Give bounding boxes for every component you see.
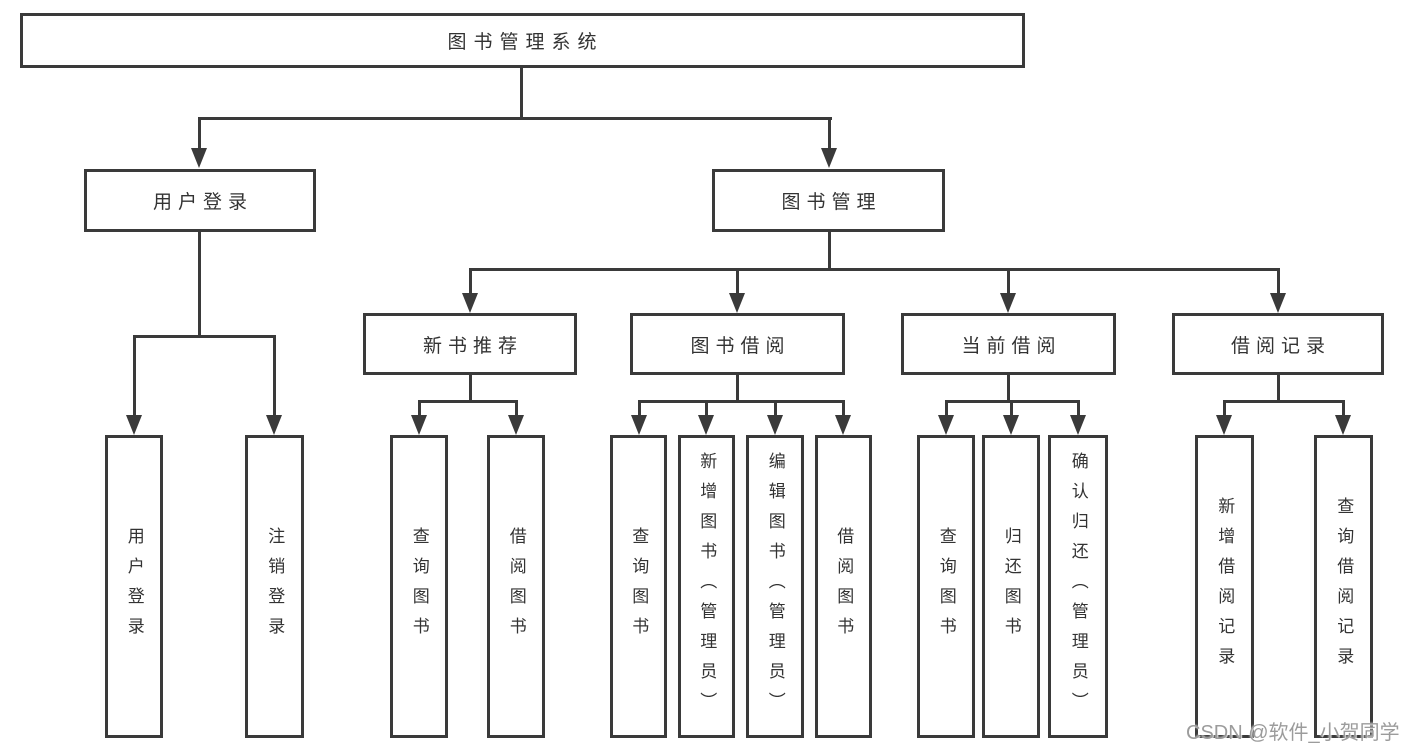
leaf-query-books-recommend-label: 查询图书 xyxy=(409,526,429,647)
leaf-query-borrow-record: 查询借阅记录 xyxy=(1314,435,1373,738)
connector-vline xyxy=(1342,400,1345,419)
arrowhead-down-icon xyxy=(462,293,478,313)
leaf-query-books-current: 查询图书 xyxy=(917,435,975,738)
arrowhead-down-icon xyxy=(698,415,714,435)
connector-vline xyxy=(736,268,739,297)
node-borrow-records-label: 借阅记录 xyxy=(1230,335,1331,357)
connector-vline xyxy=(469,268,472,297)
node-new-book-recommend-label: 新书推荐 xyxy=(422,335,523,357)
connector-hline xyxy=(469,268,1279,271)
arrowhead-down-icon xyxy=(1003,415,1019,435)
leaf-borrow-books-label: 借阅图书 xyxy=(834,526,854,647)
arrowhead-down-icon xyxy=(631,415,647,435)
connector-vline xyxy=(133,335,136,419)
arrowhead-down-icon xyxy=(1216,415,1232,435)
leaf-query-borrow-record-label: 查询借阅记录 xyxy=(1334,496,1354,677)
connector-vline xyxy=(774,400,777,419)
leaf-user-login: 用户登录 xyxy=(105,435,163,738)
arrowhead-down-icon xyxy=(767,415,783,435)
node-user-login-label: 用户登录 xyxy=(152,192,253,213)
connector-vline xyxy=(1277,374,1280,402)
leaf-query-books-recommend: 查询图书 xyxy=(390,435,448,738)
connector-vline xyxy=(418,400,421,419)
leaf-query-books-borrow-label: 查询图书 xyxy=(629,526,649,647)
leaf-borrow-books-recommend: 借阅图书 xyxy=(487,435,545,738)
leaf-borrow-books: 借阅图书 xyxy=(815,435,872,738)
leaf-add-book-admin: 新增图书（管理员） xyxy=(678,435,735,738)
node-root-label: 图书管理系统 xyxy=(447,32,604,53)
connector-vline xyxy=(842,400,845,419)
connector-vline xyxy=(1277,268,1280,297)
connector-vline xyxy=(469,374,472,402)
connector-hline xyxy=(638,400,844,403)
connector-vline xyxy=(520,68,523,119)
leaf-query-books-borrow: 查询图书 xyxy=(610,435,667,738)
leaf-add-borrow-record-label: 新增借阅记录 xyxy=(1215,496,1235,677)
connector-vline xyxy=(705,400,708,419)
connector-vline xyxy=(828,232,831,270)
leaf-confirm-return-admin-label: 确认归还（管理员） xyxy=(1068,451,1088,722)
leaf-logout-label: 注销登录 xyxy=(265,526,285,647)
leaf-borrow-books-recommend-label: 借阅图书 xyxy=(506,526,526,647)
watermark: CSDN @软件_小贺同学 xyxy=(1186,722,1400,744)
arrowhead-down-icon xyxy=(729,293,745,313)
connector-hline xyxy=(198,117,832,120)
arrowhead-down-icon xyxy=(821,148,837,168)
leaf-add-book-admin-label: 新增图书（管理员） xyxy=(697,451,717,722)
node-current-borrow-label: 当前借阅 xyxy=(961,335,1062,357)
node-book-management-label: 图书管理 xyxy=(781,192,882,213)
leaf-return-book-label: 归还图书 xyxy=(1001,526,1021,647)
arrowhead-down-icon xyxy=(1270,293,1286,313)
node-user-login: 用户登录 xyxy=(84,169,316,232)
connector-vline xyxy=(198,232,201,337)
node-book-borrow-label: 图书借阅 xyxy=(690,335,791,357)
arrowhead-down-icon xyxy=(835,415,851,435)
arrowhead-down-icon xyxy=(938,415,954,435)
connector-vline xyxy=(638,400,641,419)
arrowhead-down-icon xyxy=(266,415,282,435)
node-book-management: 图书管理 xyxy=(712,169,945,232)
connector-vline xyxy=(945,400,948,419)
connector-vline xyxy=(198,117,201,151)
connector-hline xyxy=(418,400,517,403)
connector-vline xyxy=(1077,400,1080,419)
leaf-edit-book-admin-label: 编辑图书（管理员） xyxy=(765,451,785,722)
leaf-return-book: 归还图书 xyxy=(982,435,1040,738)
arrowhead-down-icon xyxy=(1335,415,1351,435)
node-current-borrow: 当前借阅 xyxy=(901,313,1116,375)
leaf-confirm-return-admin: 确认归还（管理员） xyxy=(1048,435,1108,738)
connector-vline xyxy=(515,400,518,419)
node-borrow-records: 借阅记录 xyxy=(1172,313,1384,375)
arrowhead-down-icon xyxy=(126,415,142,435)
connector-vline xyxy=(736,374,739,402)
connector-vline xyxy=(273,335,276,419)
leaf-logout: 注销登录 xyxy=(245,435,304,738)
connector-vline xyxy=(828,117,831,151)
node-new-book-recommend: 新书推荐 xyxy=(363,313,577,375)
connector-vline xyxy=(1223,400,1226,419)
node-book-borrow: 图书借阅 xyxy=(630,313,845,375)
arrowhead-down-icon xyxy=(411,415,427,435)
arrowhead-down-icon xyxy=(1070,415,1086,435)
arrowhead-down-icon xyxy=(1000,293,1016,313)
connector-vline xyxy=(1007,268,1010,297)
connector-hline xyxy=(1223,400,1343,403)
arrowhead-down-icon xyxy=(508,415,524,435)
leaf-add-borrow-record: 新增借阅记录 xyxy=(1195,435,1254,738)
connector-vline xyxy=(1010,400,1013,419)
leaf-user-login-label: 用户登录 xyxy=(124,526,144,647)
connector-vline xyxy=(1007,374,1010,402)
arrowhead-down-icon xyxy=(191,148,207,168)
node-root: 图书管理系统 xyxy=(20,13,1025,68)
leaf-query-books-current-label: 查询图书 xyxy=(936,526,956,647)
connector-hline xyxy=(133,335,275,338)
leaf-edit-book-admin: 编辑图书（管理员） xyxy=(746,435,804,738)
